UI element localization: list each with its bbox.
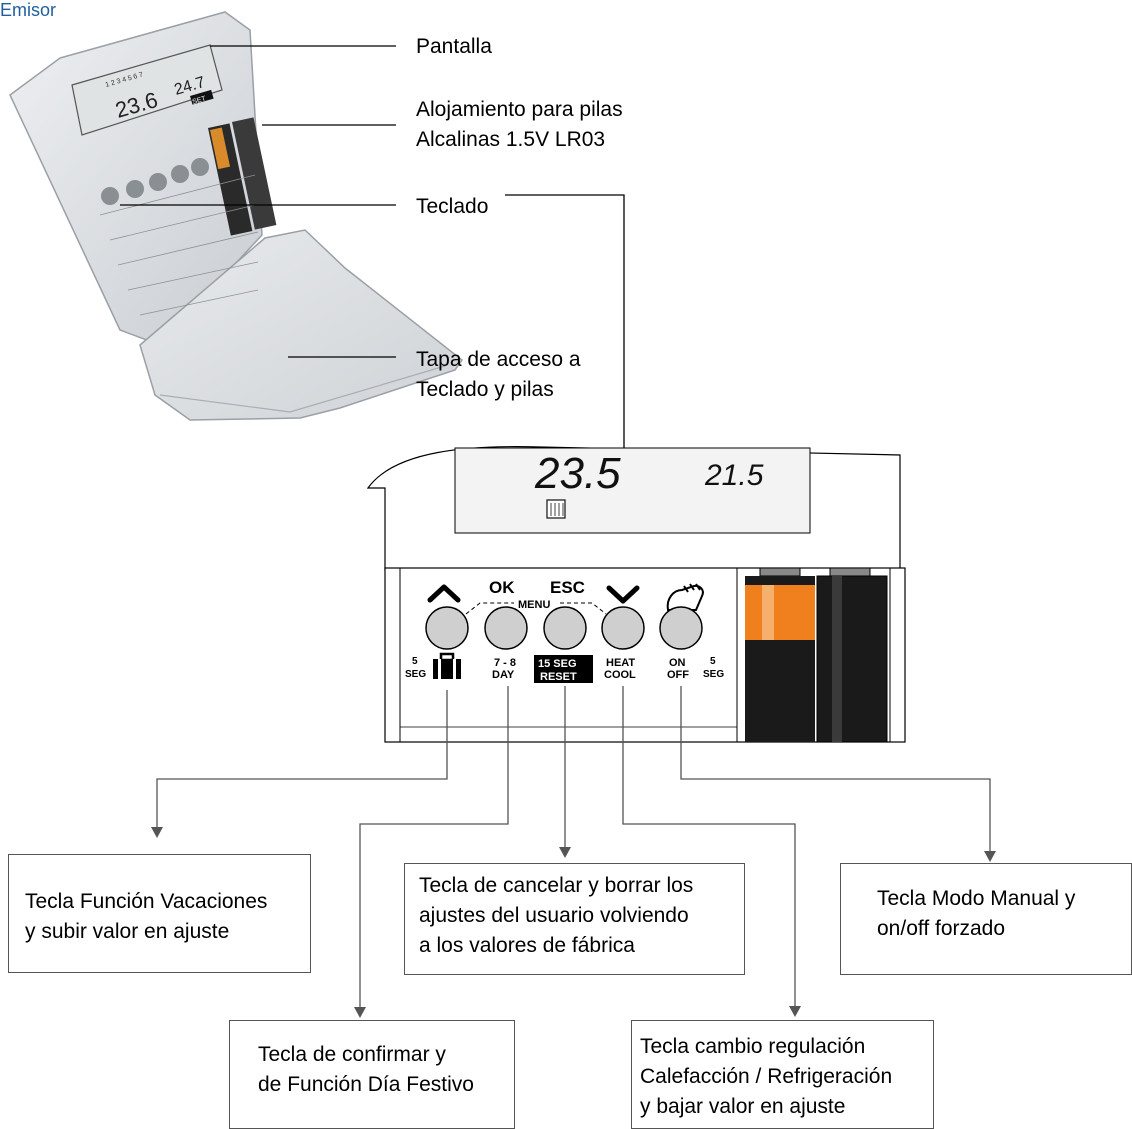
desc-cancelar: Tecla de cancelar y borrar los ajustes d… — [404, 863, 745, 975]
arrow-up — [151, 827, 163, 838]
key-esc-button — [543, 606, 587, 650]
key-esc-label-a: 15 SEG — [538, 658, 577, 670]
arrow-esc — [559, 847, 571, 858]
key-ok-label-a: 7 - 8 — [494, 657, 516, 669]
zoom-lcd-icon — [546, 499, 566, 519]
zoom-lcd-digits-left: 23.5 — [534, 449, 621, 498]
key-top-esc: ESC — [550, 578, 585, 597]
connector-down — [622, 686, 796, 1006]
key-top-ok: OK — [489, 578, 515, 597]
desc-confirmar: Tecla de confirmar y de Función Día Fest… — [229, 1020, 515, 1129]
key-ok-button — [484, 606, 528, 650]
photo-batteries — [208, 117, 277, 236]
key-down-button — [601, 606, 645, 650]
photo-lcd-set-tag: SET — [192, 95, 208, 106]
suitcase-icon — [433, 652, 461, 679]
key-up-label-a: 5 — [412, 656, 418, 667]
label-alojamiento: Alojamiento para pilas Alcalinas 1.5V LR… — [416, 98, 623, 151]
battery-orange-band — [745, 585, 815, 640]
key-down-label-a: HEAT — [606, 657, 635, 669]
key-manual-label-d: SEG — [703, 669, 724, 680]
key-manual-label-a: ON — [669, 657, 686, 669]
device-lid — [139, 229, 464, 421]
key-down-label-b: COOL — [604, 669, 636, 681]
photo-lcd — [71, 44, 223, 136]
key-esc-label-b: RESET — [540, 671, 577, 683]
arrow-ok — [354, 1007, 366, 1018]
keypad-buttons — [425, 606, 703, 650]
chevron-down-icon — [606, 585, 640, 604]
zoom-lcd-digits-right: 21.5 — [704, 459, 764, 492]
hand-icon — [666, 583, 704, 611]
photo-keys — [101, 158, 209, 205]
connector-up — [156, 690, 448, 827]
key-up-label-b: SEG — [405, 669, 426, 680]
key-manual-button — [659, 606, 703, 650]
key-up-button — [425, 606, 469, 650]
zoom-connector — [505, 194, 625, 455]
arrow-down — [789, 1006, 801, 1017]
connector-manual — [680, 686, 991, 851]
connector-ok — [359, 686, 509, 1007]
key-top-menu: MENU — [518, 599, 550, 611]
desc-regulacion: Tecla cambio regulación Calefacción / Re… — [631, 1020, 934, 1129]
label-tapa: Tapa de acceso a Teclado y pilas — [416, 348, 581, 401]
desc-vacaciones: Tecla Función Vacaciones y subir valor e… — [8, 854, 311, 973]
desc-manual: Tecla Modo Manual y on/off forzado — [840, 863, 1132, 975]
menu-dash-line — [465, 602, 607, 615]
zoom-batteries — [745, 567, 888, 743]
key-manual-label-b: OFF — [667, 669, 689, 681]
key-ok-label-b: DAY — [492, 669, 515, 681]
diagram-title: Emisor — [0, 0, 57, 20]
key-manual-label-c: 5 — [710, 656, 716, 667]
arrow-manual — [984, 851, 996, 862]
label-teclado: Teclado — [416, 195, 489, 218]
zoom-lcd — [454, 447, 811, 534]
chevron-up-icon — [427, 584, 461, 603]
label-pantalla: Pantalla — [416, 35, 492, 58]
